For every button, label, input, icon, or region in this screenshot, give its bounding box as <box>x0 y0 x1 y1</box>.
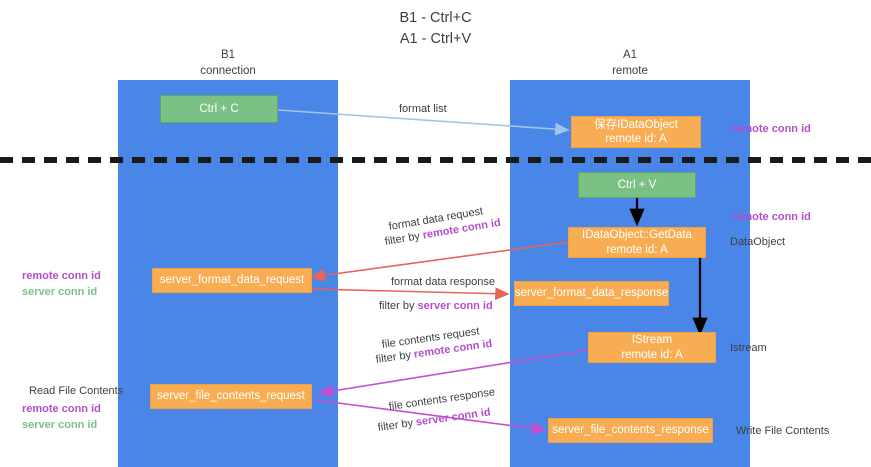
filter-prefix: filter by <box>377 416 417 434</box>
filter-key-server-conn-id: server conn id <box>417 300 493 312</box>
lane-header-a1: A1 remote <box>510 48 750 79</box>
node-server-file-contents-response[interactable]: server_file_contents_response <box>548 418 713 443</box>
node-server-format-data-response-label: server_format_data_response <box>514 287 669 300</box>
legend-mid-server: server conn id <box>22 285 98 298</box>
legend-bottom-remote: remote conn id <box>22 403 101 415</box>
annotation-istream-text: Istream <box>730 342 767 354</box>
node-server-format-data-request-label: server_format_data_request <box>159 274 305 287</box>
annotation-dataobject: DataObject <box>730 236 785 248</box>
node-ctrl-v-label: Ctrl + V <box>617 178 657 191</box>
legend-bottom: remote conn id server conn id <box>22 402 101 434</box>
annotation-remote-conn-id-mid: remote conn id <box>732 211 811 223</box>
legend-mid: remote conn id server conn id <box>22 269 101 301</box>
node-ctrl-v[interactable]: Ctrl + V <box>578 172 696 198</box>
node-istream-line1: IStream <box>631 334 673 347</box>
lane-header-a1-sub: remote <box>612 64 648 77</box>
filter-prefix: filter by <box>379 300 418 312</box>
node-getdata-line1: IDataObject::GetData <box>582 229 692 242</box>
node-istream[interactable]: IStream remote id: A <box>588 332 716 363</box>
legend-mid-remote: remote conn id <box>22 270 101 282</box>
diagram-title: B1 - Ctrl+C A1 - Ctrl+V <box>0 8 871 50</box>
edge-label-format-data-response-filter: filter by server conn id <box>379 299 493 315</box>
legend-bottom-server: server conn id <box>22 418 98 431</box>
annotation-read-file-contents-text: Read File Contents <box>29 385 124 397</box>
lane-header-a1-name: A1 <box>622 49 638 61</box>
annotation-remote-conn-id-top: remote conn id <box>732 123 811 135</box>
lane-header-b1-sub: connection <box>200 64 256 77</box>
node-ctrl-c[interactable]: Ctrl + C <box>160 95 278 123</box>
node-idataobject-getdata[interactable]: IDataObject::GetData remote id: A <box>568 227 706 258</box>
edge-label-format-data-response: format data response <box>391 275 495 291</box>
node-server-format-data-response[interactable]: server_format_data_response <box>514 281 669 306</box>
edge-label-format-list: format list <box>399 102 447 118</box>
node-save-idataobject-line1: 保存IDataObject <box>594 118 678 131</box>
node-ctrl-c-label: Ctrl + C <box>199 102 239 115</box>
annotation-write-file-contents-text: Write File Contents <box>736 425 830 437</box>
node-server-file-contents-response-label: server_file_contents_response <box>552 424 709 437</box>
title-line-1: B1 - Ctrl+C <box>399 10 472 26</box>
node-server-format-data-request[interactable]: server_format_data_request <box>152 268 312 293</box>
annotation-istream: Istream <box>730 342 767 354</box>
node-getdata-line2: remote id: A <box>606 243 668 256</box>
node-server-file-contents-request-label: server_file_contents_request <box>157 390 305 403</box>
node-save-idataobject-line2: remote id: A <box>605 133 667 145</box>
node-istream-line2: remote id: A <box>621 348 683 361</box>
annotation-read-file-contents: Read File Contents <box>29 385 123 397</box>
lane-header-b1: B1 connection <box>118 48 338 79</box>
edge-label-format-list-text: format list <box>399 103 447 115</box>
node-save-idataobject[interactable]: 保存IDataObject remote id: A <box>571 116 701 148</box>
edge-label-format-data-response-text: format data response <box>391 276 495 288</box>
filter-prefix: filter by <box>375 348 415 366</box>
annotation-write-file-contents: Write File Contents <box>736 425 829 437</box>
annotation-remote-conn-id-top-text: remote conn id <box>732 123 811 135</box>
node-server-file-contents-request[interactable]: server_file_contents_request <box>150 384 312 409</box>
title-line-2: A1 - Ctrl+V <box>399 31 472 48</box>
annotation-dataobject-text: DataObject <box>730 236 786 248</box>
lane-header-b1-name: B1 <box>220 49 236 61</box>
annotation-remote-conn-id-mid-text: remote conn id <box>732 211 811 223</box>
